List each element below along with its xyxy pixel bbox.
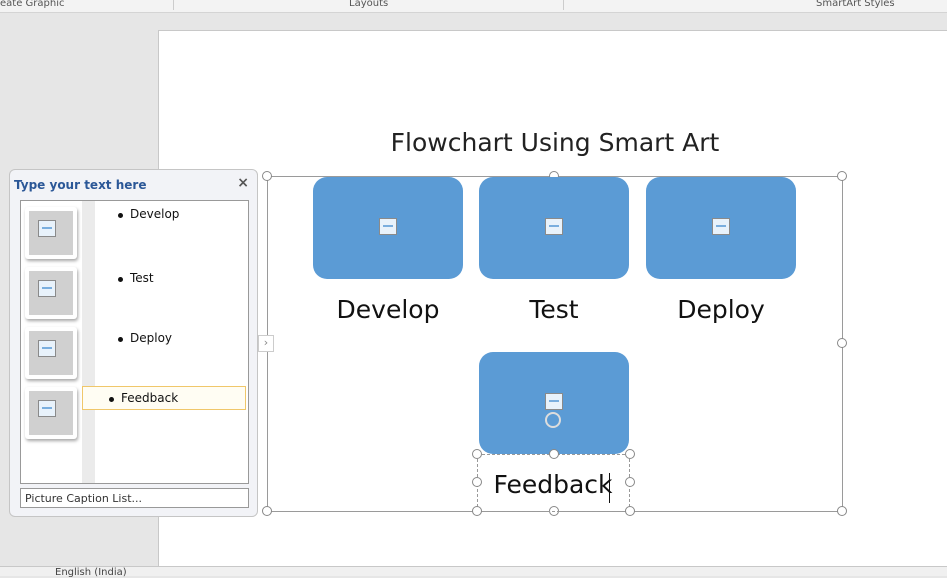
list-item-selected[interactable]: Feedback [82, 386, 246, 410]
expand-text-pane-button[interactable]: › [258, 335, 274, 352]
list-item[interactable]: Develop [92, 203, 256, 227]
rotate-handle-icon[interactable] [545, 412, 561, 428]
text-pane-list: Develop Test Deploy Feedback [20, 200, 249, 484]
resize-handle[interactable] [625, 449, 635, 459]
picture-icon [38, 340, 56, 357]
picture-placeholder-icon[interactable] [545, 218, 563, 235]
resize-handle[interactable] [625, 506, 635, 516]
list-item[interactable]: Deploy [92, 327, 256, 351]
shape-deploy[interactable] [646, 177, 796, 279]
language-status[interactable]: English (India) [55, 567, 127, 578]
document-page[interactable] [158, 30, 947, 566]
document-title[interactable]: Flowchart Using Smart Art [390, 128, 720, 157]
picture-thumbnail[interactable] [25, 387, 77, 439]
resize-handle[interactable] [472, 477, 482, 487]
group-create-graphic: eate Graphic [0, 0, 65, 9]
picture-icon [38, 220, 56, 237]
resize-handle[interactable] [837, 338, 847, 348]
picture-thumbnail[interactable] [25, 207, 77, 259]
picture-placeholder-icon[interactable] [712, 218, 730, 235]
picture-thumbnail[interactable] [25, 267, 77, 319]
shape-feedback[interactable] [479, 352, 629, 454]
resize-handle[interactable] [262, 171, 272, 181]
resize-handle[interactable] [837, 506, 847, 516]
label-deploy[interactable]: Deploy [677, 295, 765, 324]
layout-name-link[interactable]: Picture Caption List... [20, 488, 249, 508]
text-pane-title: Type your text here [14, 178, 147, 192]
picture-thumbnail[interactable] [25, 327, 77, 379]
ribbon-group-labels: eate Graphic Layouts SmartArt Styles [0, 0, 947, 13]
status-bar: English (India) [0, 566, 947, 578]
resize-handle[interactable] [262, 506, 272, 516]
picture-placeholder-icon[interactable] [545, 393, 563, 410]
group-smartart-styles: SmartArt Styles [816, 0, 895, 9]
close-icon[interactable]: × [237, 175, 249, 191]
label-feedback[interactable]: Feedback [493, 470, 613, 499]
text-pane: Type your text here × Develop Test Deplo… [9, 169, 258, 517]
shape-develop[interactable] [313, 177, 463, 279]
picture-icon [38, 280, 56, 297]
resize-handle[interactable] [837, 171, 847, 181]
label-develop[interactable]: Develop [336, 295, 440, 324]
picture-placeholder-icon[interactable] [379, 218, 397, 235]
list-item[interactable]: Test [92, 267, 256, 291]
picture-icon [38, 400, 56, 417]
resize-handle[interactable] [549, 449, 559, 459]
resize-handle[interactable] [472, 506, 482, 516]
shape-test[interactable] [479, 177, 629, 279]
group-layouts: Layouts [349, 0, 389, 9]
resize-handle[interactable] [472, 449, 482, 459]
resize-handle[interactable] [625, 477, 635, 487]
text-cursor [609, 473, 610, 503]
label-test[interactable]: Test [529, 295, 579, 324]
